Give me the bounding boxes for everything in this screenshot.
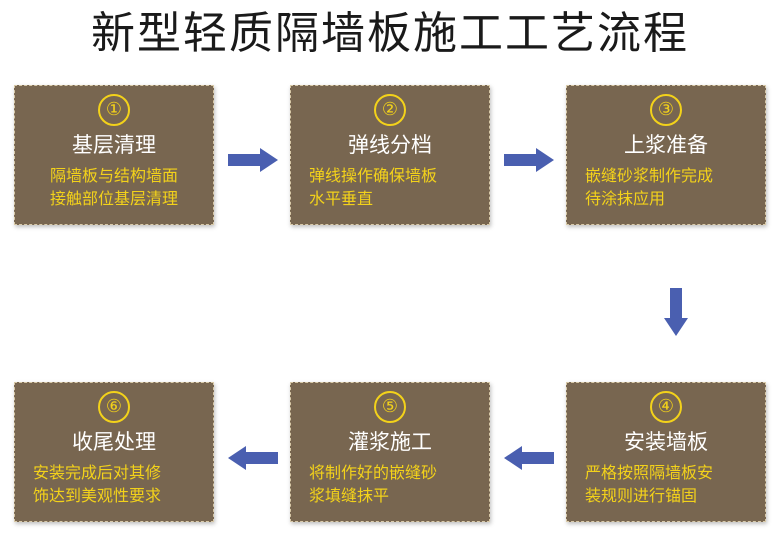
step-description: 弹线操作确保墙板 水平垂直 — [291, 164, 489, 210]
step-description-line: 浆填缝抹平 — [309, 486, 390, 505]
step-3-box: ③ 上浆准备 嵌缝砂浆制作完成 待涂抹应用 — [566, 85, 766, 225]
arrow-right-icon — [228, 148, 278, 172]
step-title: 灌浆施工 — [348, 430, 432, 454]
step-description-line: 严格按照隔墙板安 — [585, 463, 714, 482]
arrow-left-icon — [228, 446, 278, 470]
step-title: 安装墙板 — [624, 430, 708, 454]
step-4-box: ④ 安装墙板 严格按照隔墙板安 装规则进行锚固 — [566, 382, 766, 522]
arrow-left-icon — [504, 446, 554, 470]
step-6-box: ⑥ 收尾处理 安装完成后对其修 饰达到美观性要求 — [14, 382, 214, 522]
step-number: ③ — [650, 94, 682, 126]
step-number: ⑥ — [98, 391, 130, 423]
step-description-line: 弹线操作确保墙板 — [309, 166, 438, 185]
page-title: 新型轻质隔墙板施工工艺流程 — [91, 8, 689, 59]
step-description: 严格按照隔墙板安 装规则进行锚固 — [567, 461, 765, 507]
step-title: 弹线分档 — [348, 133, 432, 157]
arrow-down-icon — [664, 288, 688, 336]
step-description-line: 嵌缝砂浆制作完成 — [585, 166, 714, 185]
step-description: 嵌缝砂浆制作完成 待涂抹应用 — [567, 164, 765, 210]
arrow-right-icon — [504, 148, 554, 172]
step-description: 将制作好的嵌缝砂 浆填缝抹平 — [291, 461, 489, 507]
step-description: 安装完成后对其修 饰达到美观性要求 — [15, 461, 213, 507]
step-1-box: ① 基层清理 隔墙板与结构墙面 接触部位基层清理 — [14, 85, 214, 225]
step-number: ② — [374, 94, 406, 126]
step-number: ① — [98, 94, 130, 126]
step-title: 基层清理 — [72, 133, 156, 157]
step-description: 隔墙板与结构墙面 接触部位基层清理 — [15, 164, 213, 210]
step-description-line: 接触部位基层清理 — [49, 189, 178, 208]
step-description-line: 水平垂直 — [309, 189, 374, 208]
step-description-line: 待涂抹应用 — [585, 189, 666, 208]
step-2-box: ② 弹线分档 弹线操作确保墙板 水平垂直 — [290, 85, 490, 225]
step-description-line: 装规则进行锚固 — [585, 486, 698, 505]
step-number: ⑤ — [374, 391, 406, 423]
step-description-line: 安装完成后对其修 — [33, 463, 162, 482]
step-number: ④ — [650, 391, 682, 423]
step-title: 收尾处理 — [72, 430, 156, 454]
step-5-box: ⑤ 灌浆施工 将制作好的嵌缝砂 浆填缝抹平 — [290, 382, 490, 522]
step-description-line: 将制作好的嵌缝砂 — [309, 463, 438, 482]
step-title: 上浆准备 — [624, 133, 708, 157]
step-description-line: 隔墙板与结构墙面 — [49, 166, 178, 185]
step-description-line: 饰达到美观性要求 — [33, 486, 162, 505]
